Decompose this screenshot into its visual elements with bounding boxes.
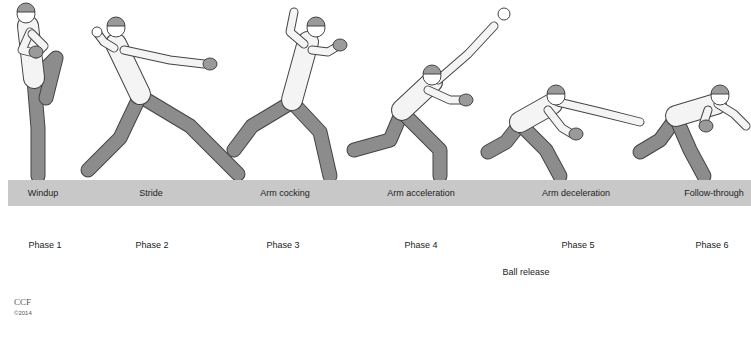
- phase-name: Arm acceleration: [387, 188, 455, 199]
- phase-name: Stride: [139, 188, 163, 199]
- phase-name: Windup: [28, 188, 59, 199]
- phase-name: Arm deceleration: [542, 188, 610, 199]
- phase-name: Arm cocking: [260, 188, 310, 199]
- pitcher-figure: [234, 12, 347, 176]
- phase-name: Follow-through: [684, 188, 744, 199]
- phase-number: Phase 6: [695, 240, 728, 251]
- phase-number: Phase 1: [28, 240, 61, 251]
- phase-number: Phase 2: [135, 240, 168, 251]
- copyright-mark: ©2014: [14, 309, 32, 317]
- phase-number: Phase 4: [404, 240, 437, 251]
- baseball: [498, 8, 510, 20]
- phase-number: Phase 3: [266, 240, 299, 251]
- pitcher-figure: [354, 26, 494, 176]
- pitcher-figure: [640, 85, 746, 176]
- pitcher-figure: [488, 85, 640, 176]
- phase-number: Phase 5: [561, 240, 594, 251]
- pitcher-figure: [88, 17, 238, 174]
- ground-band: Windup Stride Arm cocking Arm acceleration A…: [8, 180, 751, 206]
- pitcher-figure: [17, 3, 56, 176]
- event-label: Ball release: [502, 267, 549, 278]
- copyright-mark: CCF: [14, 297, 31, 308]
